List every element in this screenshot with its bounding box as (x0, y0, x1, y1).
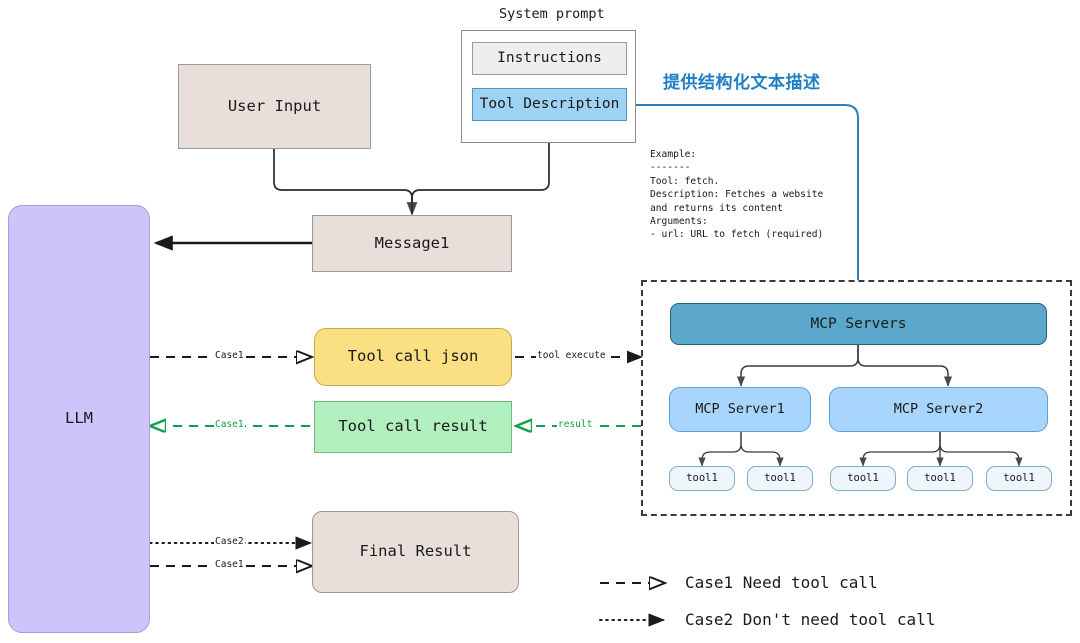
node-message1-label: Message1 (374, 233, 450, 252)
node-message1[interactable]: Message1 (312, 215, 512, 272)
node-llm[interactable]: LLM (8, 205, 150, 633)
node-tool-chip-3-label: tool1 (847, 471, 879, 484)
node-llm-label: LLM (65, 409, 93, 428)
mcp-group-container (641, 280, 1072, 516)
node-user-input-label: User Input (227, 96, 322, 115)
edge-label-tool-execute: tool execute (536, 350, 607, 361)
node-mcp-servers-label: MCP Servers (810, 315, 907, 332)
node-mcp-server1[interactable]: MCP Server1 (669, 387, 811, 432)
node-tool-call-json[interactable]: Tool call json (314, 328, 512, 386)
node-tool-chip-4[interactable]: tool1 (907, 466, 973, 491)
node-tool-chip-2-label: tool1 (764, 471, 796, 484)
node-system-prompt-container: Instructions Tool Description (461, 30, 636, 143)
node-mcp-servers[interactable]: MCP Servers (670, 303, 1047, 345)
node-mcp-server1-label: MCP Server1 (695, 401, 785, 418)
node-final-result-label: Final Result (359, 542, 472, 561)
node-tool-chip-1-label: tool1 (686, 471, 718, 484)
example-text-block: Example: ------- Tool: fetch. Descriptio… (650, 149, 824, 241)
node-tool-chip-3[interactable]: tool1 (830, 466, 896, 491)
legend-label-case1: Case1 Need tool call (685, 573, 878, 592)
node-user-input[interactable]: User Input (178, 64, 371, 149)
node-tool-call-result-label: Tool call result (338, 417, 488, 436)
node-tool-chip-5-label: tool1 (1003, 471, 1035, 484)
structured-text-annotation: 提供结构化文本描述 (663, 73, 821, 93)
node-tool-call-result[interactable]: Tool call result (314, 401, 512, 453)
node-tool-chip-4-label: tool1 (924, 471, 956, 484)
node-tool-call-json-label: Tool call json (347, 347, 479, 366)
node-tool-chip-5[interactable]: tool1 (986, 466, 1052, 491)
system-prompt-caption: System prompt (499, 6, 605, 22)
node-instructions-label: Instructions (497, 50, 602, 67)
node-tool-description-label: Tool Description (479, 96, 620, 113)
edge-user-input-to-message1 (273, 148, 418, 216)
edge-label-case1-result: Case1 (214, 419, 245, 430)
edge-label-case1-tool-call: Case1 (214, 350, 245, 361)
node-tool-chip-1[interactable]: tool1 (669, 466, 735, 491)
edge-label-case2-final: Case2 (214, 536, 245, 547)
edge-system-prompt-to-message1 (411, 143, 550, 214)
legend-label-case2: Case2 Don't need tool call (685, 610, 936, 629)
node-instructions[interactable]: Instructions (472, 42, 627, 75)
edge-label-case1-final: Case1 (214, 559, 245, 570)
node-mcp-server2[interactable]: MCP Server2 (829, 387, 1048, 432)
edge-label-result: result (557, 419, 594, 430)
node-mcp-server2-label: MCP Server2 (893, 401, 984, 418)
node-tool-description[interactable]: Tool Description (472, 88, 627, 121)
node-tool-chip-2[interactable]: tool1 (747, 466, 813, 491)
node-final-result[interactable]: Final Result (312, 511, 519, 593)
